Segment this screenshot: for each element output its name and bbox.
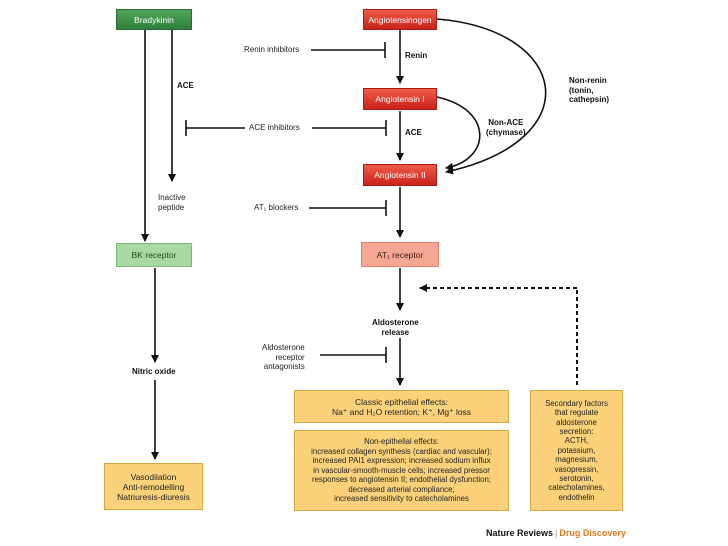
arrow-non-ace bbox=[436, 96, 481, 171]
label-renin: Renin bbox=[405, 51, 428, 60]
node-bk-receptor: BK receptor bbox=[116, 243, 192, 267]
journal-name: Drug Discovery bbox=[559, 528, 626, 538]
node-angiotensin-ii: Angiotensin II bbox=[363, 164, 437, 186]
node-bradykinin: Bradykinin bbox=[116, 9, 192, 30]
label-aldosterone-release: Aldosterone release bbox=[372, 318, 419, 337]
label-ace-inhibitors: ACE inhibitors bbox=[249, 123, 300, 132]
label-non-renin: Non-renin (tonin, cathepsin) bbox=[569, 76, 610, 104]
node-angiotensin-i: Angiotensin I bbox=[363, 88, 437, 110]
label-renin-inhibitors: Renin inhibitors bbox=[244, 45, 300, 54]
node-at1-receptor: AT₁ receptor bbox=[361, 242, 439, 267]
label-ace-center: ACE bbox=[405, 128, 422, 137]
label-non-ace: Non-ACE (chymase) bbox=[486, 118, 526, 137]
box-classic-effects: Classic epithelial effects: Na⁺ and H₂O … bbox=[294, 390, 509, 423]
node-angiotensinogen: Angiotensinogen bbox=[363, 9, 437, 30]
box-secondary-factors: Secondary factors that regulate aldoster… bbox=[530, 390, 623, 511]
publisher-name: Nature Reviews bbox=[486, 528, 554, 538]
box-vasodilation: Vasodilation Anti-remodelling Natriuresi… bbox=[104, 463, 203, 510]
label-ace-left: ACE bbox=[177, 81, 194, 90]
credit-separator: | bbox=[555, 528, 558, 538]
label-at1-blockers: AT₁ blockers bbox=[254, 203, 299, 212]
label-aldosterone-antagonists: Aldosterone receptor antagonists bbox=[262, 343, 305, 371]
arrow-non-renin bbox=[436, 18, 547, 175]
box-non-epithelial-effects: Non-epithelial effects: increased collag… bbox=[294, 430, 509, 511]
label-inactive-peptide: Inactive peptide bbox=[158, 193, 186, 212]
journal-credit: Nature Reviews|Drug Discovery bbox=[486, 528, 626, 538]
label-nitric-oxide: Nitric oxide bbox=[132, 367, 176, 376]
